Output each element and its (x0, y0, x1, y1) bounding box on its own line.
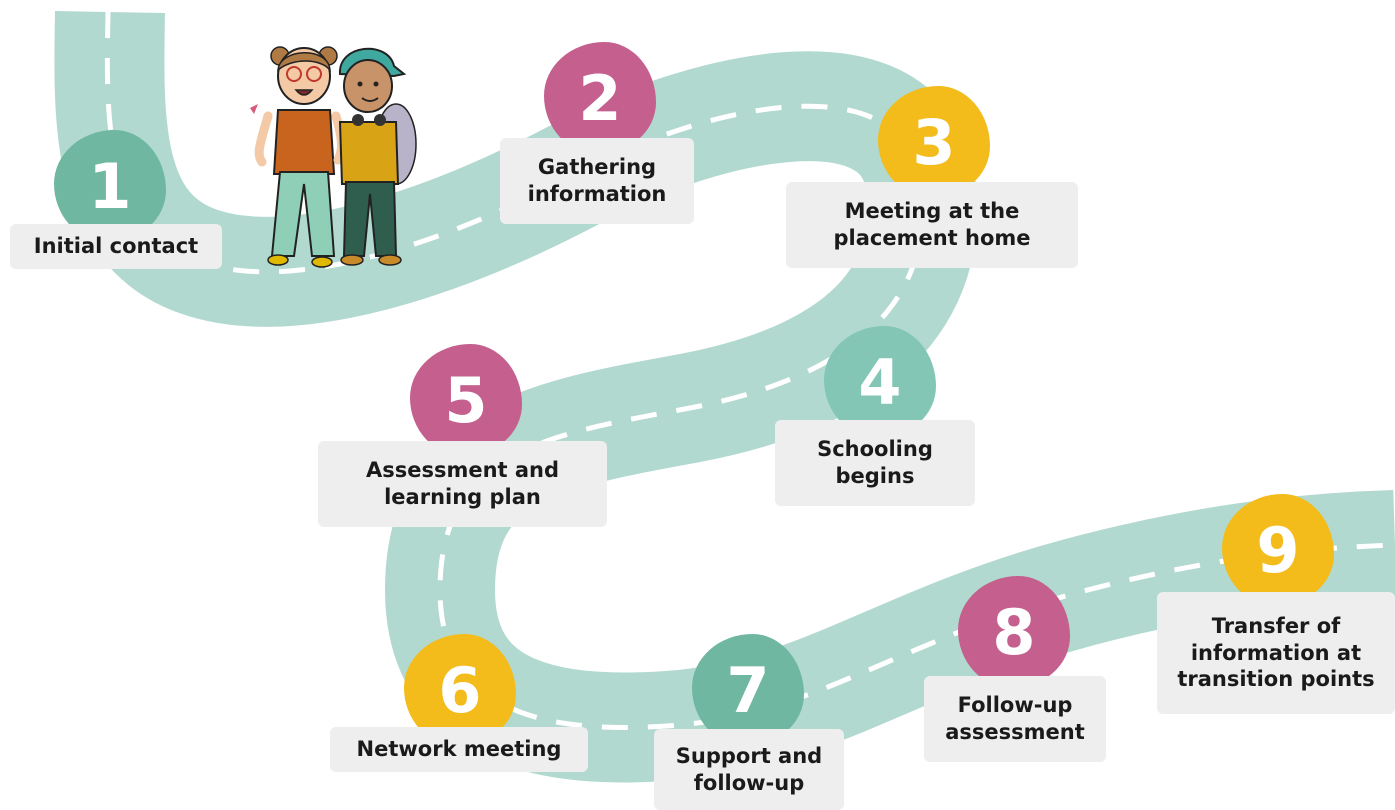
step-8-badge: 8 (958, 576, 1070, 688)
step-3-label: Meeting at the placement home (786, 182, 1078, 268)
two-children-walking-illustration (250, 46, 417, 268)
step-1-badge: 1 (54, 130, 166, 242)
step-5-badge: 5 (410, 344, 522, 456)
step-9-number: 9 (1256, 513, 1300, 587)
step-7-label: Support and follow-up (654, 729, 844, 810)
step-9-label: Transfer of information at transition po… (1157, 592, 1395, 714)
step-5-number: 5 (444, 363, 488, 437)
step-8-label: Follow-up assessment (924, 676, 1106, 762)
step-7-number: 7 (726, 653, 770, 727)
step-1-label: Initial contact (10, 224, 222, 269)
step-7-badge: 7 (692, 634, 804, 746)
step-4-number: 4 (858, 345, 902, 419)
step-4-label: Schooling begins (775, 420, 975, 506)
step-3-number: 3 (912, 105, 956, 179)
child-right (338, 47, 417, 266)
step-4-badge: 4 (824, 326, 936, 438)
step-1-number: 1 (88, 149, 132, 223)
step-5-label: Assessment and learning plan (318, 441, 607, 527)
step-3-badge: 3 (878, 86, 990, 198)
step-2-badge: 2 (544, 42, 656, 154)
step-6-label: Network meeting (330, 727, 588, 772)
step-2-label: Gathering information (500, 138, 694, 224)
step-6-number: 6 (438, 653, 482, 727)
child-left (250, 46, 346, 268)
step-8-number: 8 (992, 595, 1036, 669)
step-2-number: 2 (578, 61, 622, 135)
step-9-badge: 9 (1222, 494, 1334, 606)
